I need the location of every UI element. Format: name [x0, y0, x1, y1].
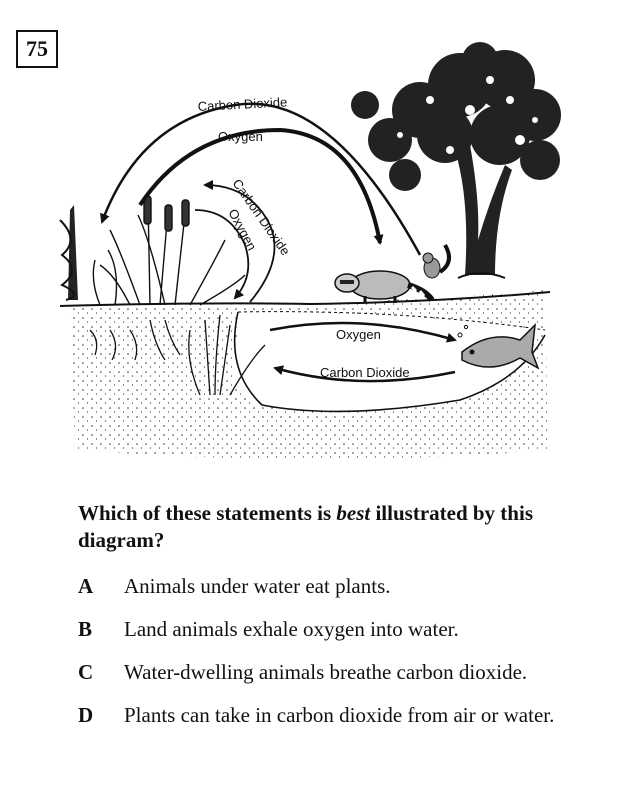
question-number-box: 75 [16, 30, 58, 68]
answer-options: A Animals under water eat plants. B Land… [78, 573, 598, 745]
underwater-plant-icon [89, 314, 266, 396]
option-d[interactable]: D Plants can take in carbon dioxide from… [78, 702, 598, 728]
label-upper-outer-o2: Oxygen [218, 129, 263, 144]
pond [232, 311, 546, 413]
cattail-plant-icon [92, 195, 246, 306]
question-text: Which of these statements is best illust… [78, 500, 578, 554]
arrow-co2-water [273, 365, 456, 383]
question-text-after: illustrated by this diagram? [78, 501, 533, 552]
label-upper-outer-co2: Carbon Dioxide [197, 94, 287, 114]
option-b[interactable]: B Land animals exhale oxygen into water. [78, 616, 598, 642]
option-text: Land animals exhale oxygen into water. [124, 617, 459, 641]
arrow-co2-tree-to-plants [100, 102, 422, 256]
arrow-o2-water [269, 321, 457, 343]
tree-icon [351, 42, 561, 279]
fish-icon [457, 322, 540, 370]
label-water-o2: Oxygen [336, 327, 381, 342]
label-water-co2: Carbon Dioxide [320, 365, 410, 380]
option-c[interactable]: C Water-dwelling animals breathe carbon … [78, 659, 598, 685]
option-letter: C [78, 660, 94, 684]
ecosystem-diagram: Carbon Dioxide Oxygen Carbon Dioxide Oxy… [59, 42, 561, 459]
option-letter: B [78, 617, 93, 641]
option-a[interactable]: A Animals under water eat plants. [78, 573, 598, 599]
option-text: Water-dwelling animals breathe carbon di… [124, 660, 528, 684]
raccoon-icon [334, 270, 435, 303]
arrow-o2-plants-to-tree [138, 127, 384, 245]
option-text: Plants can take in carbon dioxide from a… [124, 703, 555, 727]
question-emphasis: best [336, 501, 371, 525]
option-text: Animals under water eat plants. [124, 574, 391, 598]
arrow-co2-inner [203, 180, 276, 303]
shrub-icon [59, 205, 78, 301]
question-number: 75 [26, 36, 48, 61]
option-letter: D [78, 703, 94, 727]
squirrel-icon [422, 243, 451, 279]
option-letter: A [78, 574, 94, 598]
arrow-o2-inner [194, 209, 250, 300]
question-text-before: Which of these statements is [78, 501, 337, 525]
